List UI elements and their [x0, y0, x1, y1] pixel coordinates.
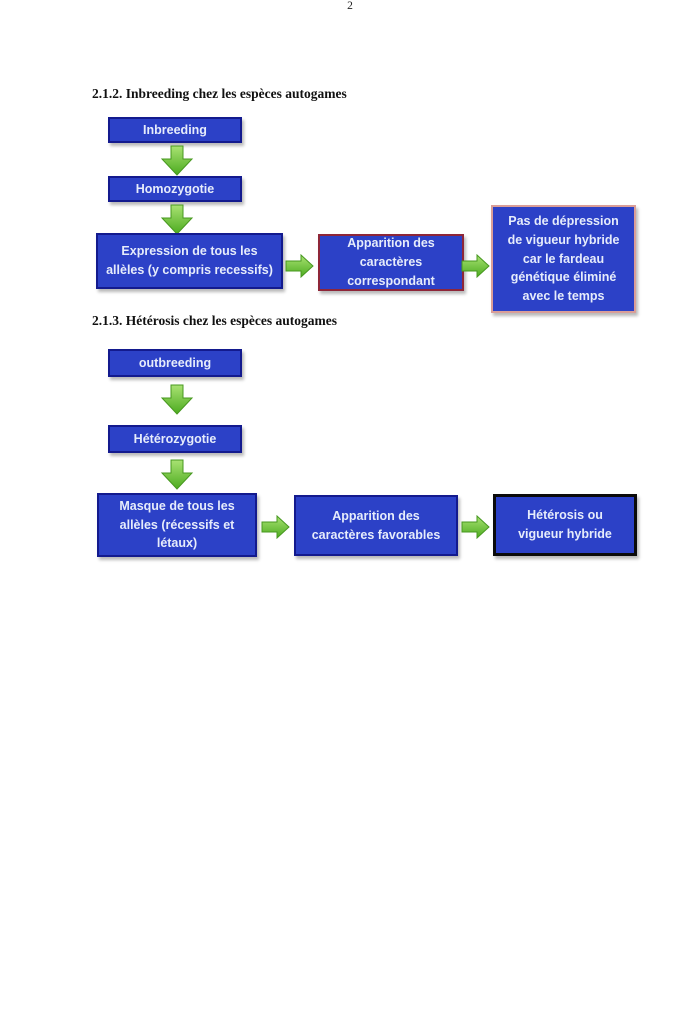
- flowchart1-box-expression-alleles: Expression de tous les allèles (y compri…: [96, 233, 283, 289]
- flowchart2-box-heterosis: Hétérosis ou vigueur hybride: [493, 494, 637, 556]
- page-number: 2: [347, 0, 353, 12]
- box-label: Inbreeding: [143, 122, 207, 137]
- box-label: Apparition des caractères correspondant: [347, 236, 435, 288]
- arrow-right-icon: [461, 254, 490, 278]
- arrow-down-icon: [160, 145, 194, 176]
- flowchart2-box-apparition-favorables: Apparition des caractères favorables: [294, 495, 458, 556]
- arrow-down-icon: [160, 384, 194, 415]
- box-label: Hétérosis ou vigueur hybride: [518, 508, 612, 541]
- flowchart1-box-pas-de-depression: Pas de dépression de vigueur hybride car…: [491, 205, 636, 313]
- flowchart2-box-heterozygotie: Hétérozygotie: [108, 425, 242, 453]
- box-label: Pas de dépression de vigueur hybride car…: [507, 214, 620, 304]
- section-heading-2-1-3: 2.1.3. Hétérosis chez les espèces autoga…: [92, 313, 337, 328]
- arrow-down-icon: [160, 459, 194, 490]
- box-label: Hétérozygotie: [133, 431, 217, 446]
- box-label: Masque de tous les allèles (récessifs et…: [119, 498, 235, 551]
- box-label: outbreeding: [138, 355, 212, 370]
- section-heading-2-1-2: 2.1.2. Inbreeding chez les espèces autog…: [92, 86, 347, 101]
- arrow-down-icon: [160, 204, 194, 235]
- box-label: Apparition des caractères favorables: [311, 508, 441, 542]
- box-label: Expression de tous les allèles (y compri…: [106, 244, 273, 277]
- flowchart1-box-inbreeding: Inbreeding: [108, 117, 242, 143]
- arrow-right-icon: [261, 515, 290, 539]
- flowchart1-box-apparition-correspondant: Apparition des caractères correspondant: [318, 234, 464, 291]
- arrow-right-icon: [285, 254, 314, 278]
- flowchart1-box-homozygotie: Homozygotie: [108, 176, 242, 202]
- box-label: Homozygotie: [135, 181, 215, 196]
- arrow-right-icon: [461, 515, 490, 539]
- flowchart2-box-masque-alleles: Masque de tous les allèles (récessifs et…: [97, 493, 257, 557]
- flowchart2-box-outbreeding: outbreeding: [108, 349, 242, 377]
